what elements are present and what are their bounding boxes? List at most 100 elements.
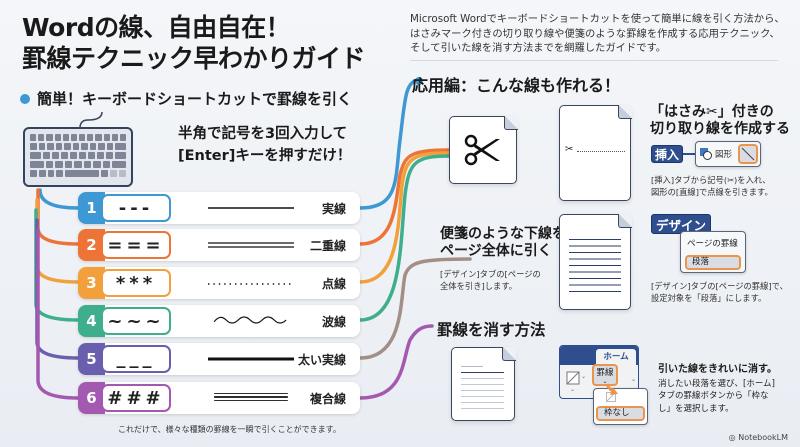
triple-line-sample [214,393,288,401]
ruled-document-icon [559,213,632,310]
stationery-title-line-1: 便箋のような下線を [440,226,566,242]
row-number: 2 [78,229,105,261]
shortcut-row-thick: 5 ___ 太い実線 [78,343,360,375]
doc-line [461,372,504,373]
notebooklm-logo-icon: ◎ [728,433,739,442]
row-label: 複合線 [309,391,346,406]
section-shortcut-heading: 簡単！キーボードショートカットで罫線を引く [20,88,352,109]
branding-label: NotebookLM [738,433,788,442]
shortcut-row-double: 2 === 二重線 [78,229,360,261]
stationery-title-line-2: ページ全体に引く [440,243,552,259]
stationery-note-line-1: [デザイン]タブの[ページの罫線]で、 [651,281,788,291]
paragraph-option[interactable]: 段落 [685,255,741,270]
scissors-desc-line-1: [挿入]タブから記号(✂)を入れ、 [651,175,771,185]
doc-line [461,366,483,367]
page-borders-menu: ページの罫線 段落 [680,231,746,273]
borders-button-label: 罫線 [596,368,614,378]
row-label: 波線 [321,314,346,329]
row-label: 実線 [321,201,346,216]
stationery-title: 便箋のような下線を ページ全体に引く [440,226,566,260]
row-keys: === [101,231,171,259]
keyboard-icon [23,127,133,187]
section-remove-heading-text: 罫線を消す方法 [437,321,546,339]
stationery-desc: [デザイン]タブの[ページの 全体を引き]します。 [440,268,541,292]
row-number: 5 [78,343,105,375]
doc-lines [461,378,504,414]
chevron-down-icon[interactable]: ⌄ [570,386,576,393]
shortcut-row-solid: 1 --- 実線 [78,192,360,224]
row-label: 太い実線 [297,352,346,367]
shapes-panel: 図形 [695,141,761,167]
row-keys: ### [101,384,171,412]
arrow-icon [605,383,618,395]
borders-button[interactable]: 罫線 ⌄ [592,364,618,386]
shortcut-row-dotted: 3 *** 点線 [78,267,360,299]
remove-desc-line-3: し」を選択します。 [658,403,734,414]
solid-line-sample [208,207,294,209]
chevron-down-icon: ⌄ [602,378,608,385]
scissors-icon [464,134,500,166]
row-keys: *** [101,269,171,297]
tip-line-1: 半角で記号を3回入力して [178,126,348,142]
border-icon [566,371,580,385]
section-shortcut-heading-text: 簡単！キーボードショートカットで罫線を引く [37,90,353,108]
notebooklm-branding: ◎ NotebookLM [729,433,788,442]
ruled-lines [569,239,621,297]
no-border-option[interactable]: 枠なし [596,406,645,421]
row-number: 6 [78,382,105,414]
chevron-down-icon[interactable]: ⌄ [581,373,587,380]
shortcut-row-wave: 4 ~~~ 波線 [78,305,360,337]
row-number: 4 [78,305,105,337]
chevron-down-icon[interactable]: ⌄ [631,376,637,383]
plain-document-icon [451,346,516,421]
shapes-icon [700,148,712,160]
scissors-title-line-1: 「はさみ✂」付きの [650,104,774,120]
scissors-desc: [挿入]タブから記号(✂)を入れ、 図形の[直線]で点線を引きます。 [651,174,773,198]
small-scissors-icon: ✂ [565,144,574,155]
scissors-desc-line-2: 図形の[直線]で点線を引きます。 [651,187,773,197]
dotted-cut-line [577,151,625,152]
stationery-desc-line-2: 全体を引き]します。 [440,281,518,291]
row-label: 二重線 [309,238,346,253]
tip-line-2: [Enter]キーを押すだけ！ [178,148,352,164]
scissors-title-line-2: 切り取り線を作成する [650,121,790,137]
row-keys: --- [101,194,171,222]
section-advanced-heading: 応用編：こんな線も作れる！ [412,72,620,96]
page-borders-menu-item[interactable]: ページの罫線 [687,239,738,249]
scissors-title: 「はさみ✂」付きの 切り取り線を作成する [650,104,790,138]
divider [410,60,778,61]
row-label: 点線 [321,276,346,291]
wave-line-sample [213,316,287,324]
title-line-1: Wordの線、自由自在！ [22,13,291,42]
remove-desc: 消したい段落を選び、[ホーム] タブの罫線ボタンから「枠な し」を選択します。 [658,378,775,415]
stationery-desc-line-1: [デザイン]タブの[ページの [440,269,541,279]
shortcut-row-triple: 6 ### 複合線 [78,382,360,414]
row-keys: ___ [101,345,171,373]
row-keys: ~~~ [101,307,171,335]
home-tab[interactable]: ホーム [596,349,636,367]
diagonal-line-icon [741,147,755,161]
remove-desc-line-2: タブの罫線ボタンから「枠な [658,391,769,402]
section-remove-heading: 罫線を消す方法 [437,318,546,340]
keyboard-cable-icon [79,112,103,128]
title-line-2: 罫線テクニック早わかりガイド [22,44,366,73]
row-number: 3 [78,267,105,299]
borders-dropdown: 枠なし [593,388,648,425]
shapes-label: 図形 [715,150,733,160]
remove-desc-line-1: 消したい段落を選び、[ホーム] [658,379,775,389]
intro-text: Microsoft Wordでキーボードショートカットを使って簡単に線を引く方法… [410,13,785,54]
thick-line-sample [208,357,294,361]
scissors-document-icon [449,115,518,184]
insert-tab[interactable]: 挿入 [651,145,683,163]
double-line-sample [208,242,294,248]
line-shape-button[interactable] [738,144,758,164]
bullet-icon [20,93,30,104]
connector [683,153,695,155]
section-advanced-heading-text: 応用編：こんな線も作れる！ [412,76,621,95]
stationery-note-line-2: 設定対象を「段落」にします。 [651,293,767,303]
dotted-line-sample [208,283,294,285]
shortcut-tip: 半角で記号を3回入力して [Enter]キーを押すだけ！ [178,123,351,167]
stationery-note: [デザイン]タブの[ページの罫線]で、 設定対象を「段落」にします。 [651,280,788,304]
cut-line-document-icon: ✂ [559,104,632,201]
